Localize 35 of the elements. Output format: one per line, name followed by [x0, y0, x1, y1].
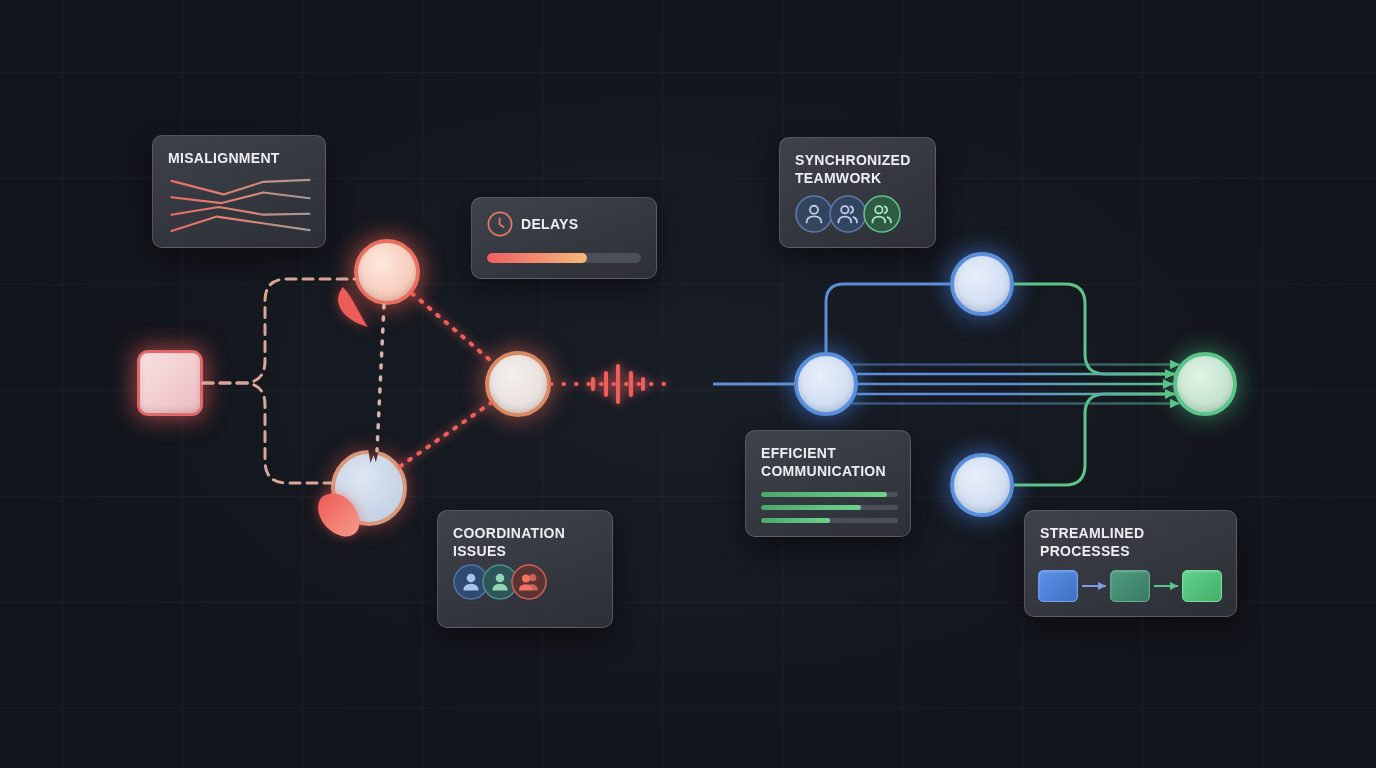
arrow	[856, 369, 1175, 379]
arrow	[1014, 282, 1175, 379]
card-title: SYNCHRONIZED TEAMWORK	[795, 151, 912, 187]
arrow	[1081, 582, 1107, 590]
circle-node	[950, 252, 1014, 316]
dotted-connector	[375, 303, 386, 453]
connector-line	[713, 382, 794, 386]
info-card	[152, 135, 326, 248]
process-step-box	[1110, 570, 1150, 602]
connector-line	[824, 282, 950, 352]
arrow	[851, 359, 1180, 370]
info-card	[471, 197, 657, 279]
card-title: STREAMLINED PROCESSES	[1040, 524, 1146, 560]
card-title: COORDINATION ISSUES	[453, 524, 567, 560]
arrow	[851, 398, 1180, 409]
arrow	[856, 389, 1175, 399]
circle-node	[354, 239, 420, 305]
circle-node	[950, 453, 1014, 517]
card-title: MISALIGNMENT	[168, 149, 280, 167]
circle-node	[1173, 352, 1237, 416]
card-title: DELAYS	[521, 215, 579, 233]
info-card	[745, 430, 911, 537]
dotted-connector	[398, 400, 493, 469]
process-step-box	[1182, 570, 1222, 602]
arrow	[858, 379, 1173, 389]
circle-node	[794, 352, 858, 416]
info-card	[437, 510, 613, 628]
info-card	[779, 137, 936, 248]
square-node	[137, 350, 203, 416]
circle-node	[485, 351, 551, 417]
dashed-connector	[201, 381, 333, 485]
info-card	[1024, 510, 1237, 617]
process-step-box	[1038, 570, 1078, 602]
card-title: EFFICIENT COMMUNICATION	[761, 444, 887, 480]
arrow	[1153, 582, 1179, 590]
